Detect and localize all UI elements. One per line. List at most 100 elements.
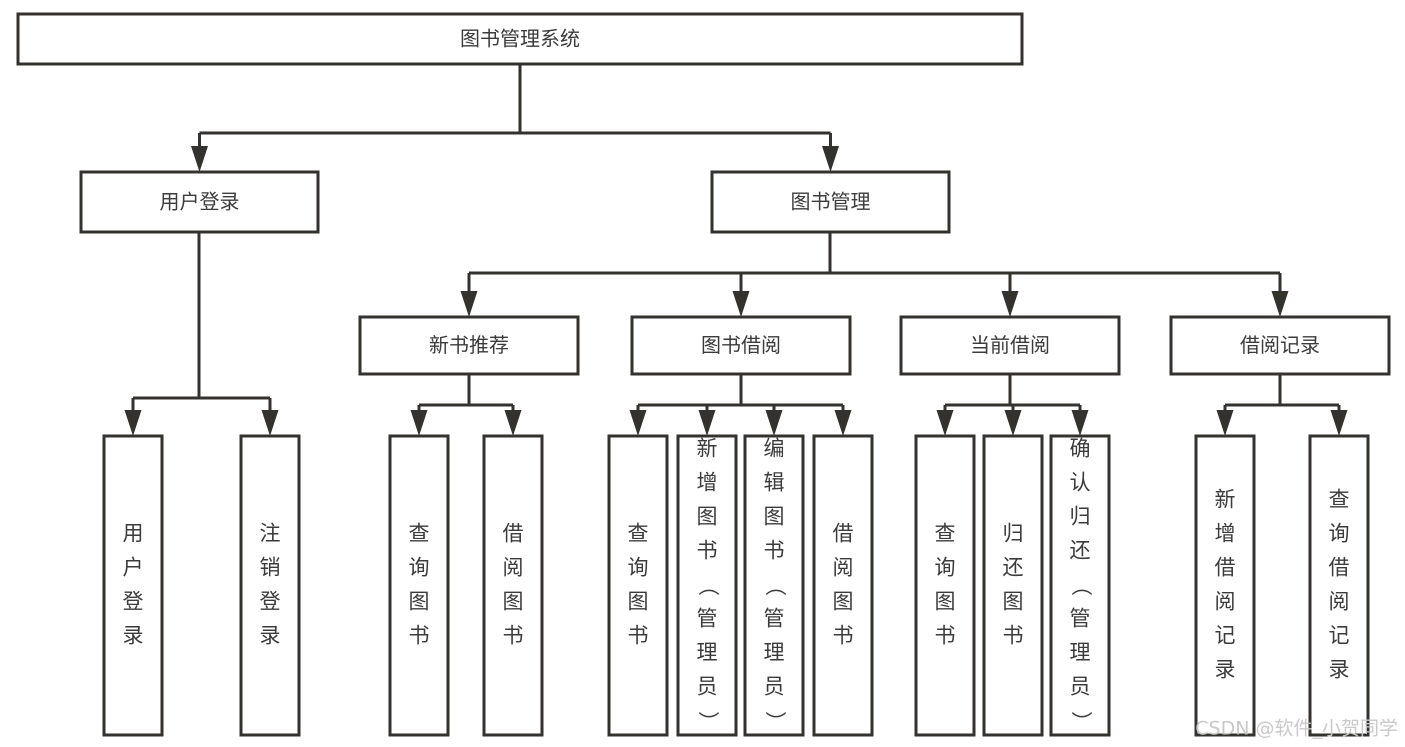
node-system-root[interactable]: 图书管理系统 [16,12,1024,66]
node-box [102,434,164,737]
node-borrow-records[interactable]: 借阅记录 [1169,315,1391,376]
node-label-char: ） [1069,711,1093,732]
arrow-head-icon [191,146,208,172]
node-box [79,170,320,234]
node-box [710,170,951,234]
arrow-head-icon [936,410,954,436]
arrow-head-icon [698,410,716,436]
node-label: 图书借阅 [701,333,781,357]
edge-group-borrow [629,374,852,436]
node-label-char: 图 [935,590,956,614]
node-label-char: 图 [833,590,854,614]
edge-group-bookmgmt [460,232,1289,317]
node-label-char: 询 [1329,522,1350,546]
node-label-char: 员 [697,675,718,699]
node-label-char: 查 [935,522,956,546]
node-label-char: 认 [1070,471,1091,495]
edge-group-login [124,232,279,436]
node-label-char: 阅 [1215,590,1236,614]
node-label: 借阅记录 [1240,333,1320,357]
node-label-char: 书 [503,624,524,648]
node-label: 用户登录 [160,190,240,214]
edge-group-newbook [410,374,522,436]
node-label-char: ） [696,711,720,732]
edge-group-current [936,374,1089,436]
node-leaf-user-logout[interactable]: 注销登录注销登录 [239,434,301,737]
node-label-char: 借 [1329,556,1350,580]
node-label-char: 图 [764,505,785,529]
node-label-char: 书 [764,539,785,563]
node-leaf-return-book[interactable]: 归还图书归还图书 [982,434,1044,737]
node-box [388,434,450,737]
node-label-char: 辑 [764,471,785,495]
node-label-char: 员 [764,675,785,699]
node-leaf-borrow-book-1[interactable]: 借阅图书借阅图书 [482,434,544,737]
node-label-char: 书 [697,539,718,563]
arrow-head-icon [1330,410,1348,436]
node-label-char: 阅 [503,556,524,580]
node-leaf-borrow-book-2[interactable]: 借阅图书借阅图书 [812,434,874,737]
node-label-char: 借 [833,522,854,546]
node-label-char: 增 [1215,522,1236,546]
node-label-char: 新 [1215,488,1236,512]
node-label-char: （ [763,575,787,596]
node-label-char: 还 [1003,556,1024,580]
node-label-char: 阅 [833,556,854,580]
node-label-char: 查 [628,522,649,546]
node-label-char: 书 [409,624,430,648]
node-leaf-user-login[interactable]: 用户登录用户登录 [102,434,164,737]
node-leaf-query-book-2[interactable]: 查询图书查询图书 [607,434,669,737]
node-label-char: 归 [1070,505,1091,529]
node-current-borrow[interactable]: 当前借阅 [899,315,1121,376]
arrow-head-icon [765,410,783,436]
node-box [914,434,976,737]
node-layer: 图书管理系统用户登录图书管理新书推荐图书借阅当前借阅借阅记录用户登录用户登录注销… [16,12,1391,737]
node-book-management[interactable]: 图书管理 [710,170,951,234]
node-label-char: 询 [935,556,956,580]
node-box [676,434,738,737]
node-label: 图书管理 [791,190,871,214]
node-leaf-query-book-3[interactable]: 查询图书查询图书 [914,434,976,737]
node-label-char: 书 [935,624,956,648]
node-leaf-add-record[interactable]: 新增借阅记录新增借阅记录 [1194,434,1256,737]
node-label-char: 销 [260,556,281,580]
node-label-char: 借 [1215,556,1236,580]
arrow-head-icon [504,410,522,436]
arrow-head-icon [1271,291,1289,317]
node-label-char: 户 [123,556,144,580]
node-label-char: 确 [1070,437,1091,461]
node-label-char: 书 [833,624,854,648]
node-user-login[interactable]: 用户登录 [79,170,320,234]
node-box [239,434,301,737]
arrow-head-icon [629,410,647,436]
node-label-char: 图 [503,590,524,614]
node-label-char: 借 [503,522,524,546]
node-label-char: 理 [764,641,785,665]
node-box [1194,434,1256,737]
node-label-char: 理 [1070,641,1091,665]
node-label-char: 管 [697,607,718,631]
node-label-char: 编 [764,437,785,461]
node-label-char: （ [1069,575,1093,596]
node-label-char: 图 [628,590,649,614]
node-book-borrow[interactable]: 图书借阅 [630,315,852,376]
arrow-head-icon [1216,410,1234,436]
node-box [16,12,1024,66]
node-label: 新书推荐 [429,333,509,357]
node-leaf-query-record[interactable]: 查询借阅记录查询借阅记录 [1308,434,1370,737]
node-box [358,315,580,376]
node-leaf-query-book-1[interactable]: 查询图书查询图书 [388,434,450,737]
node-box [1308,434,1370,737]
arrow-head-icon [1071,410,1089,436]
node-box [899,315,1121,376]
node-label-char: 记 [1215,624,1236,648]
node-label-char: 新 [697,437,718,461]
node-new-book-recommend[interactable]: 新书推荐 [358,315,580,376]
node-box [1049,434,1111,737]
node-label-char: ） [763,711,787,732]
